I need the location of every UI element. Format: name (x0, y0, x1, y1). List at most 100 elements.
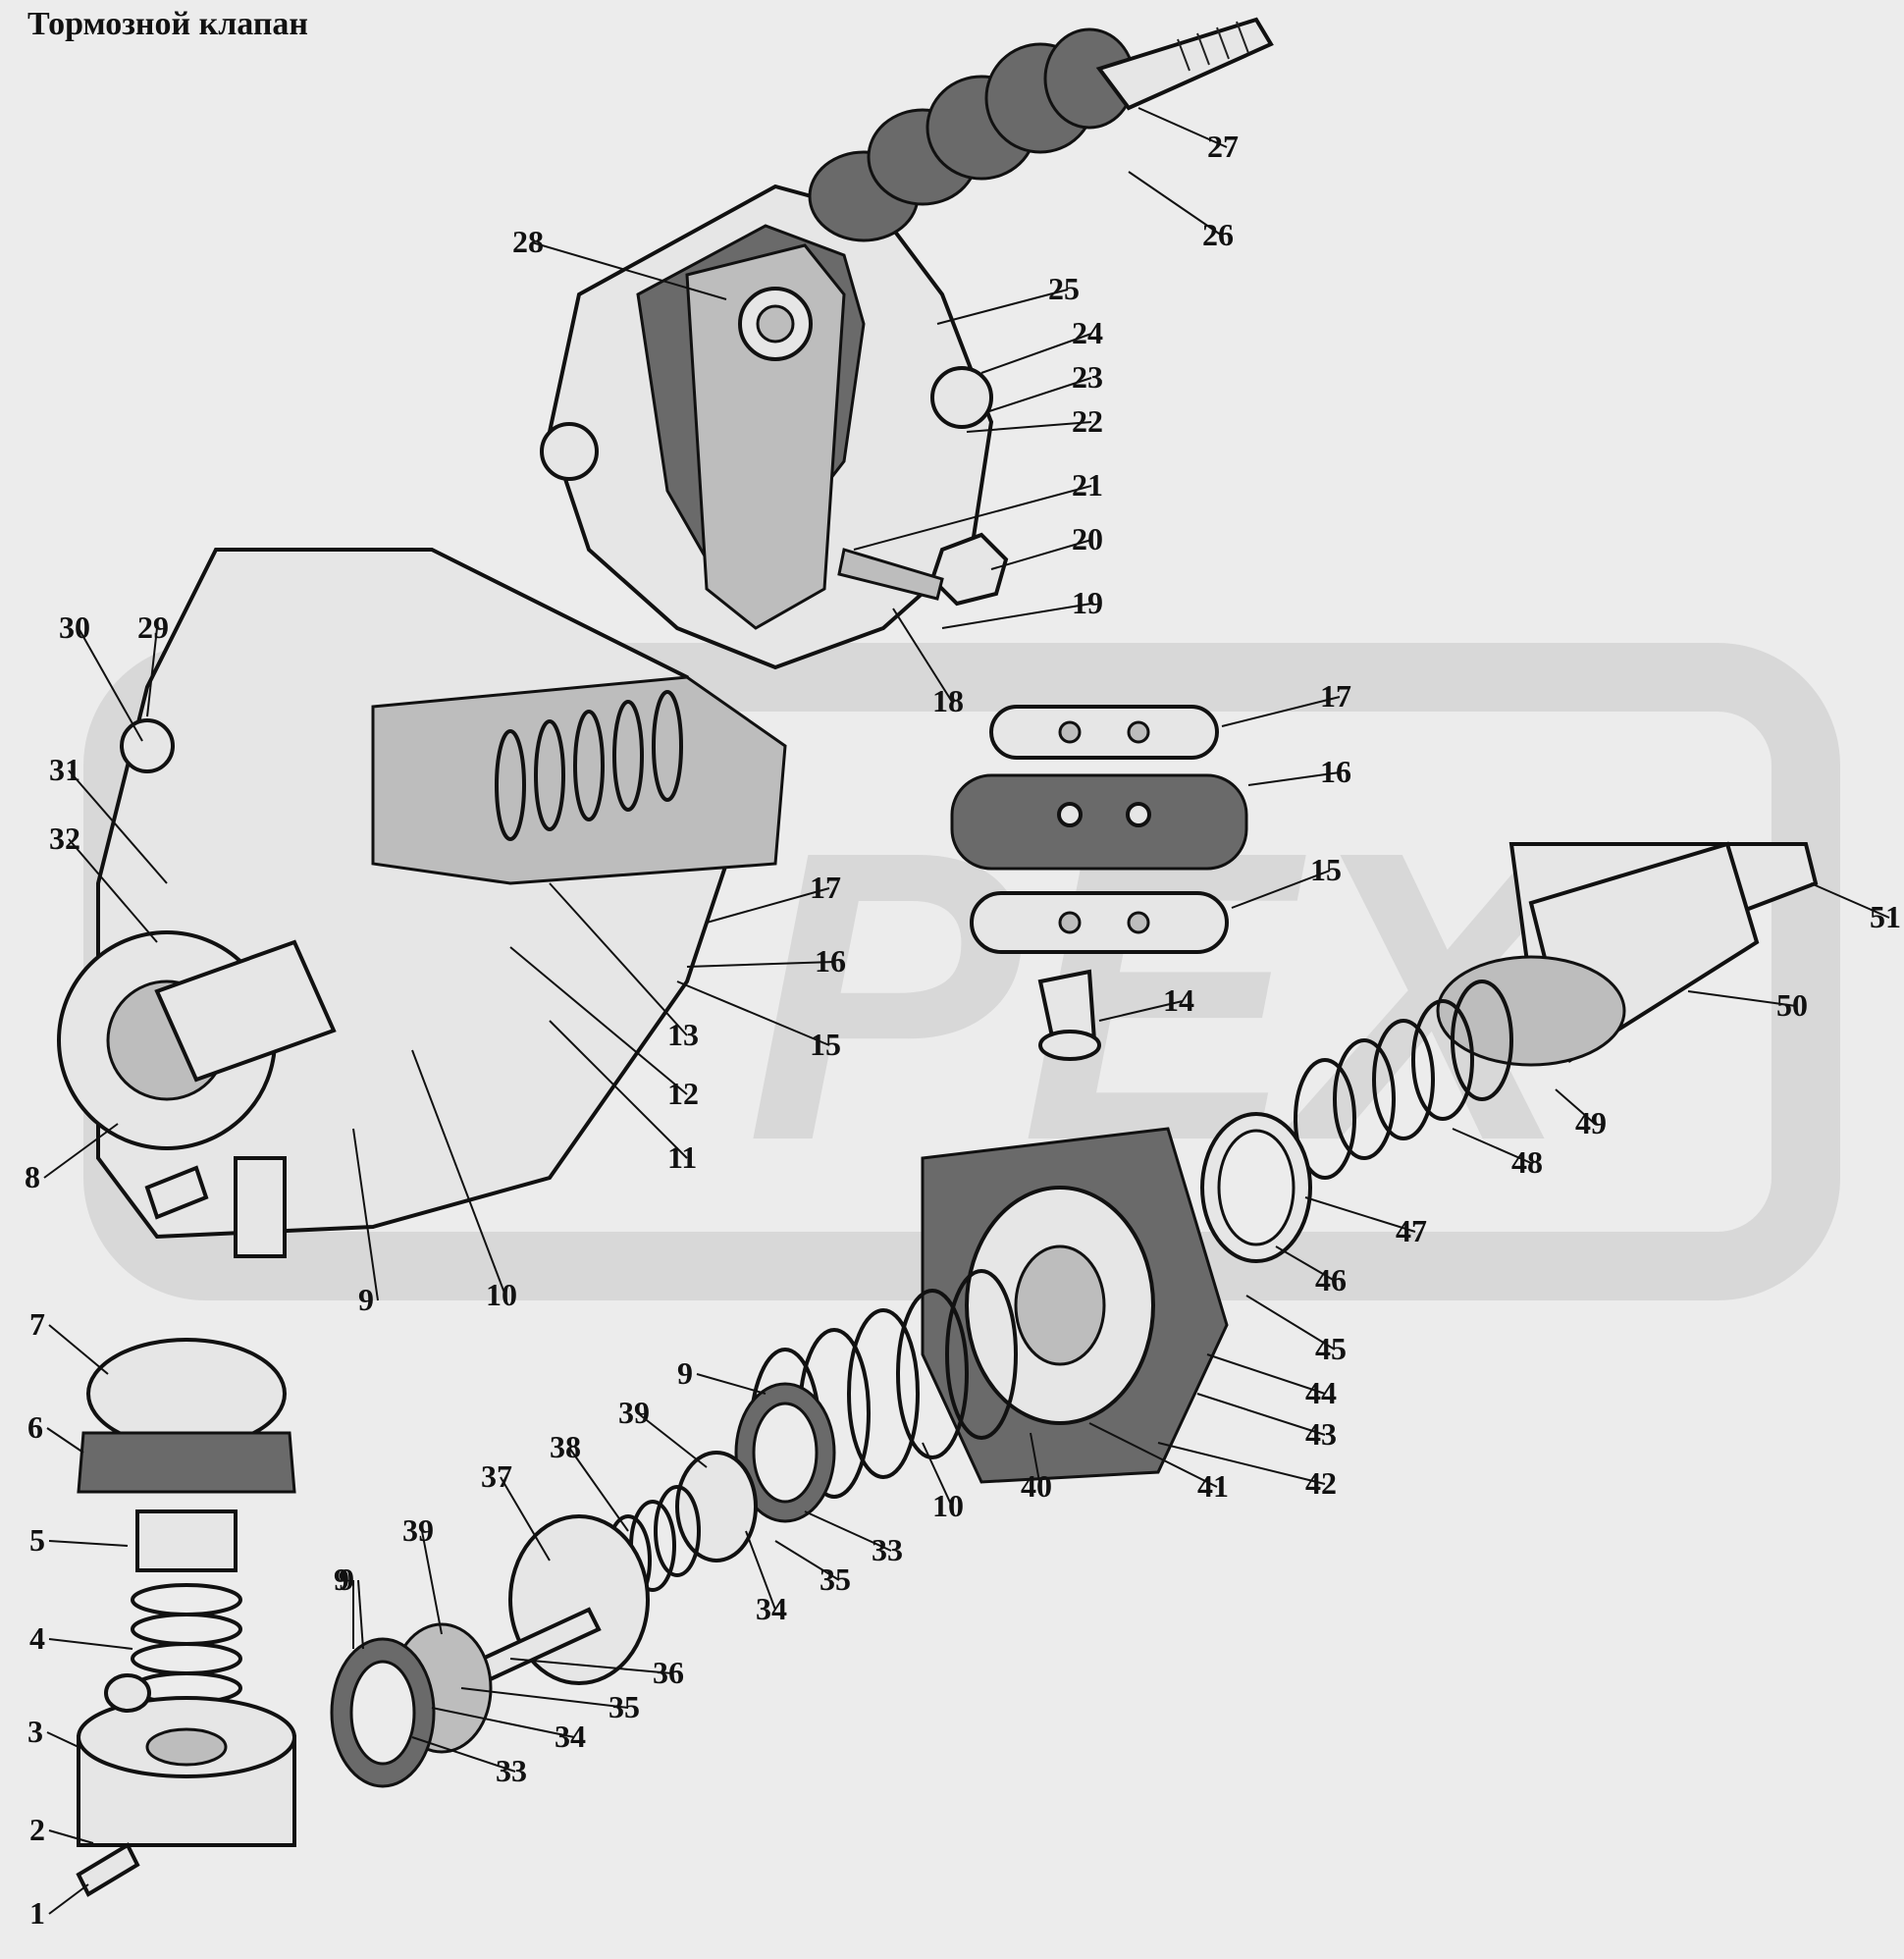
leader-line-c34a (745, 1530, 776, 1611)
callout-c15a: 15 (810, 1027, 841, 1062)
callout-c14: 14 (1163, 982, 1194, 1018)
callout-c43: 43 (1305, 1416, 1337, 1452)
plate-set (950, 705, 1248, 1061)
callout-c7: 7 (29, 1306, 45, 1342)
leader-line-c14 (1098, 1000, 1184, 1022)
valve-assembly (57, 17, 1274, 1258)
plate-16 (950, 773, 1248, 871)
diagram-title: Тормозной клапан (27, 6, 308, 42)
center-explode (330, 1269, 1018, 1788)
leader-line-c11 (549, 1020, 688, 1159)
callout-c26: 26 (1202, 217, 1234, 252)
leader-line-c37 (500, 1476, 551, 1562)
callout-c37: 37 (481, 1458, 512, 1494)
leader-line-c32 (68, 838, 158, 943)
leader-line-c46 (1275, 1245, 1336, 1282)
callout-c1: 1 (29, 1895, 45, 1931)
leader-line-c51 (1810, 882, 1890, 919)
leader-line-c15b (1231, 870, 1331, 909)
callout-c35a: 35 (820, 1562, 851, 1597)
leader-line-c39b (421, 1530, 443, 1635)
leader-line-c9b (696, 1373, 767, 1395)
leader-line-c31 (68, 769, 168, 884)
callout-c39a: 39 (618, 1395, 650, 1430)
right-explode (921, 841, 1819, 1484)
bracket-bolt-left (540, 422, 599, 481)
left-explode (76, 1338, 296, 1897)
leader-line-c8 (43, 1123, 119, 1179)
callout-c32: 32 (49, 821, 80, 856)
leader-line-c47 (1304, 1196, 1416, 1233)
leader-line-c16b (1247, 771, 1341, 786)
adjust-screw (837, 548, 944, 601)
callout-c5: 5 (29, 1522, 45, 1558)
drain-screw (144, 1165, 209, 1220)
leader-line-c22 (966, 421, 1092, 433)
screw-1 (76, 1842, 140, 1897)
body-inner-spring (495, 690, 683, 841)
leader-line-c29 (146, 627, 158, 717)
leader-line-c42 (1157, 1442, 1326, 1485)
callout-c46: 46 (1315, 1262, 1347, 1297)
inlet-fitting (154, 939, 337, 1083)
callout-c22: 22 (1072, 403, 1103, 439)
leader-line-c19 (941, 603, 1092, 629)
callout-c6: 6 (27, 1409, 43, 1445)
plate-17 (989, 705, 1219, 760)
leader-line-c41 (1088, 1422, 1218, 1488)
callout-c34b: 34 (555, 1719, 586, 1754)
callout-c39b: 39 (402, 1512, 434, 1548)
leader-line-c3 (46, 1731, 79, 1748)
leader-line-c18 (892, 608, 953, 703)
callout-c12: 12 (667, 1076, 699, 1111)
leader-line-c13 (549, 882, 688, 1036)
rod-thread (1177, 21, 1249, 72)
plate-15 (970, 891, 1229, 954)
callout-c10b: 10 (932, 1488, 964, 1523)
callout-c13: 13 (667, 1017, 699, 1052)
bracket-bolt-right (930, 366, 993, 429)
leader-line-c49 (1555, 1088, 1596, 1125)
leader-line-c38 (568, 1447, 629, 1532)
callout-c36: 36 (653, 1655, 684, 1690)
callout-c38: 38 (550, 1429, 581, 1464)
leader-line-c28 (531, 241, 727, 300)
callout-c42: 42 (1305, 1465, 1337, 1501)
callout-c4: 4 (29, 1620, 45, 1656)
callout-c25: 25 (1048, 271, 1080, 306)
callout-c48: 48 (1511, 1144, 1543, 1180)
leader-line-c10b (922, 1442, 953, 1508)
callout-c17b: 17 (1320, 678, 1351, 714)
bellows-boot (808, 27, 1136, 242)
leader-line-c39a (637, 1412, 708, 1468)
callout-c21: 21 (1072, 467, 1103, 503)
leader-line-c2 (48, 1829, 94, 1844)
callout-c28: 28 (512, 224, 544, 259)
valve-cylinder (371, 675, 787, 885)
callout-c10a: 10 (486, 1277, 517, 1312)
leader-line-c1 (48, 1883, 89, 1915)
callout-c18: 18 (932, 683, 964, 718)
callout-c19: 19 (1072, 585, 1103, 620)
leader-line-c26 (1128, 171, 1223, 237)
callout-c51: 51 (1870, 899, 1901, 934)
callout-c2: 2 (29, 1812, 45, 1847)
callout-c29: 29 (137, 609, 169, 645)
cap-bolt (120, 718, 175, 773)
base-ring (104, 1673, 151, 1713)
leader-line-c27 (1137, 107, 1228, 148)
piston-core (1014, 1244, 1106, 1366)
callout-c33a: 33 (872, 1532, 903, 1567)
leader-line-c34b (431, 1707, 575, 1738)
leader-line-c7 (48, 1324, 109, 1375)
leader-line-c36 (509, 1658, 673, 1674)
leader-line-c33b (411, 1736, 516, 1773)
leader-line-c44 (1206, 1353, 1326, 1395)
stem-5 (135, 1509, 238, 1572)
leader-line-c40 (1030, 1432, 1041, 1488)
leader-line-c5 (48, 1540, 129, 1547)
leader-line-c20 (990, 539, 1092, 570)
callout-c23: 23 (1072, 359, 1103, 395)
